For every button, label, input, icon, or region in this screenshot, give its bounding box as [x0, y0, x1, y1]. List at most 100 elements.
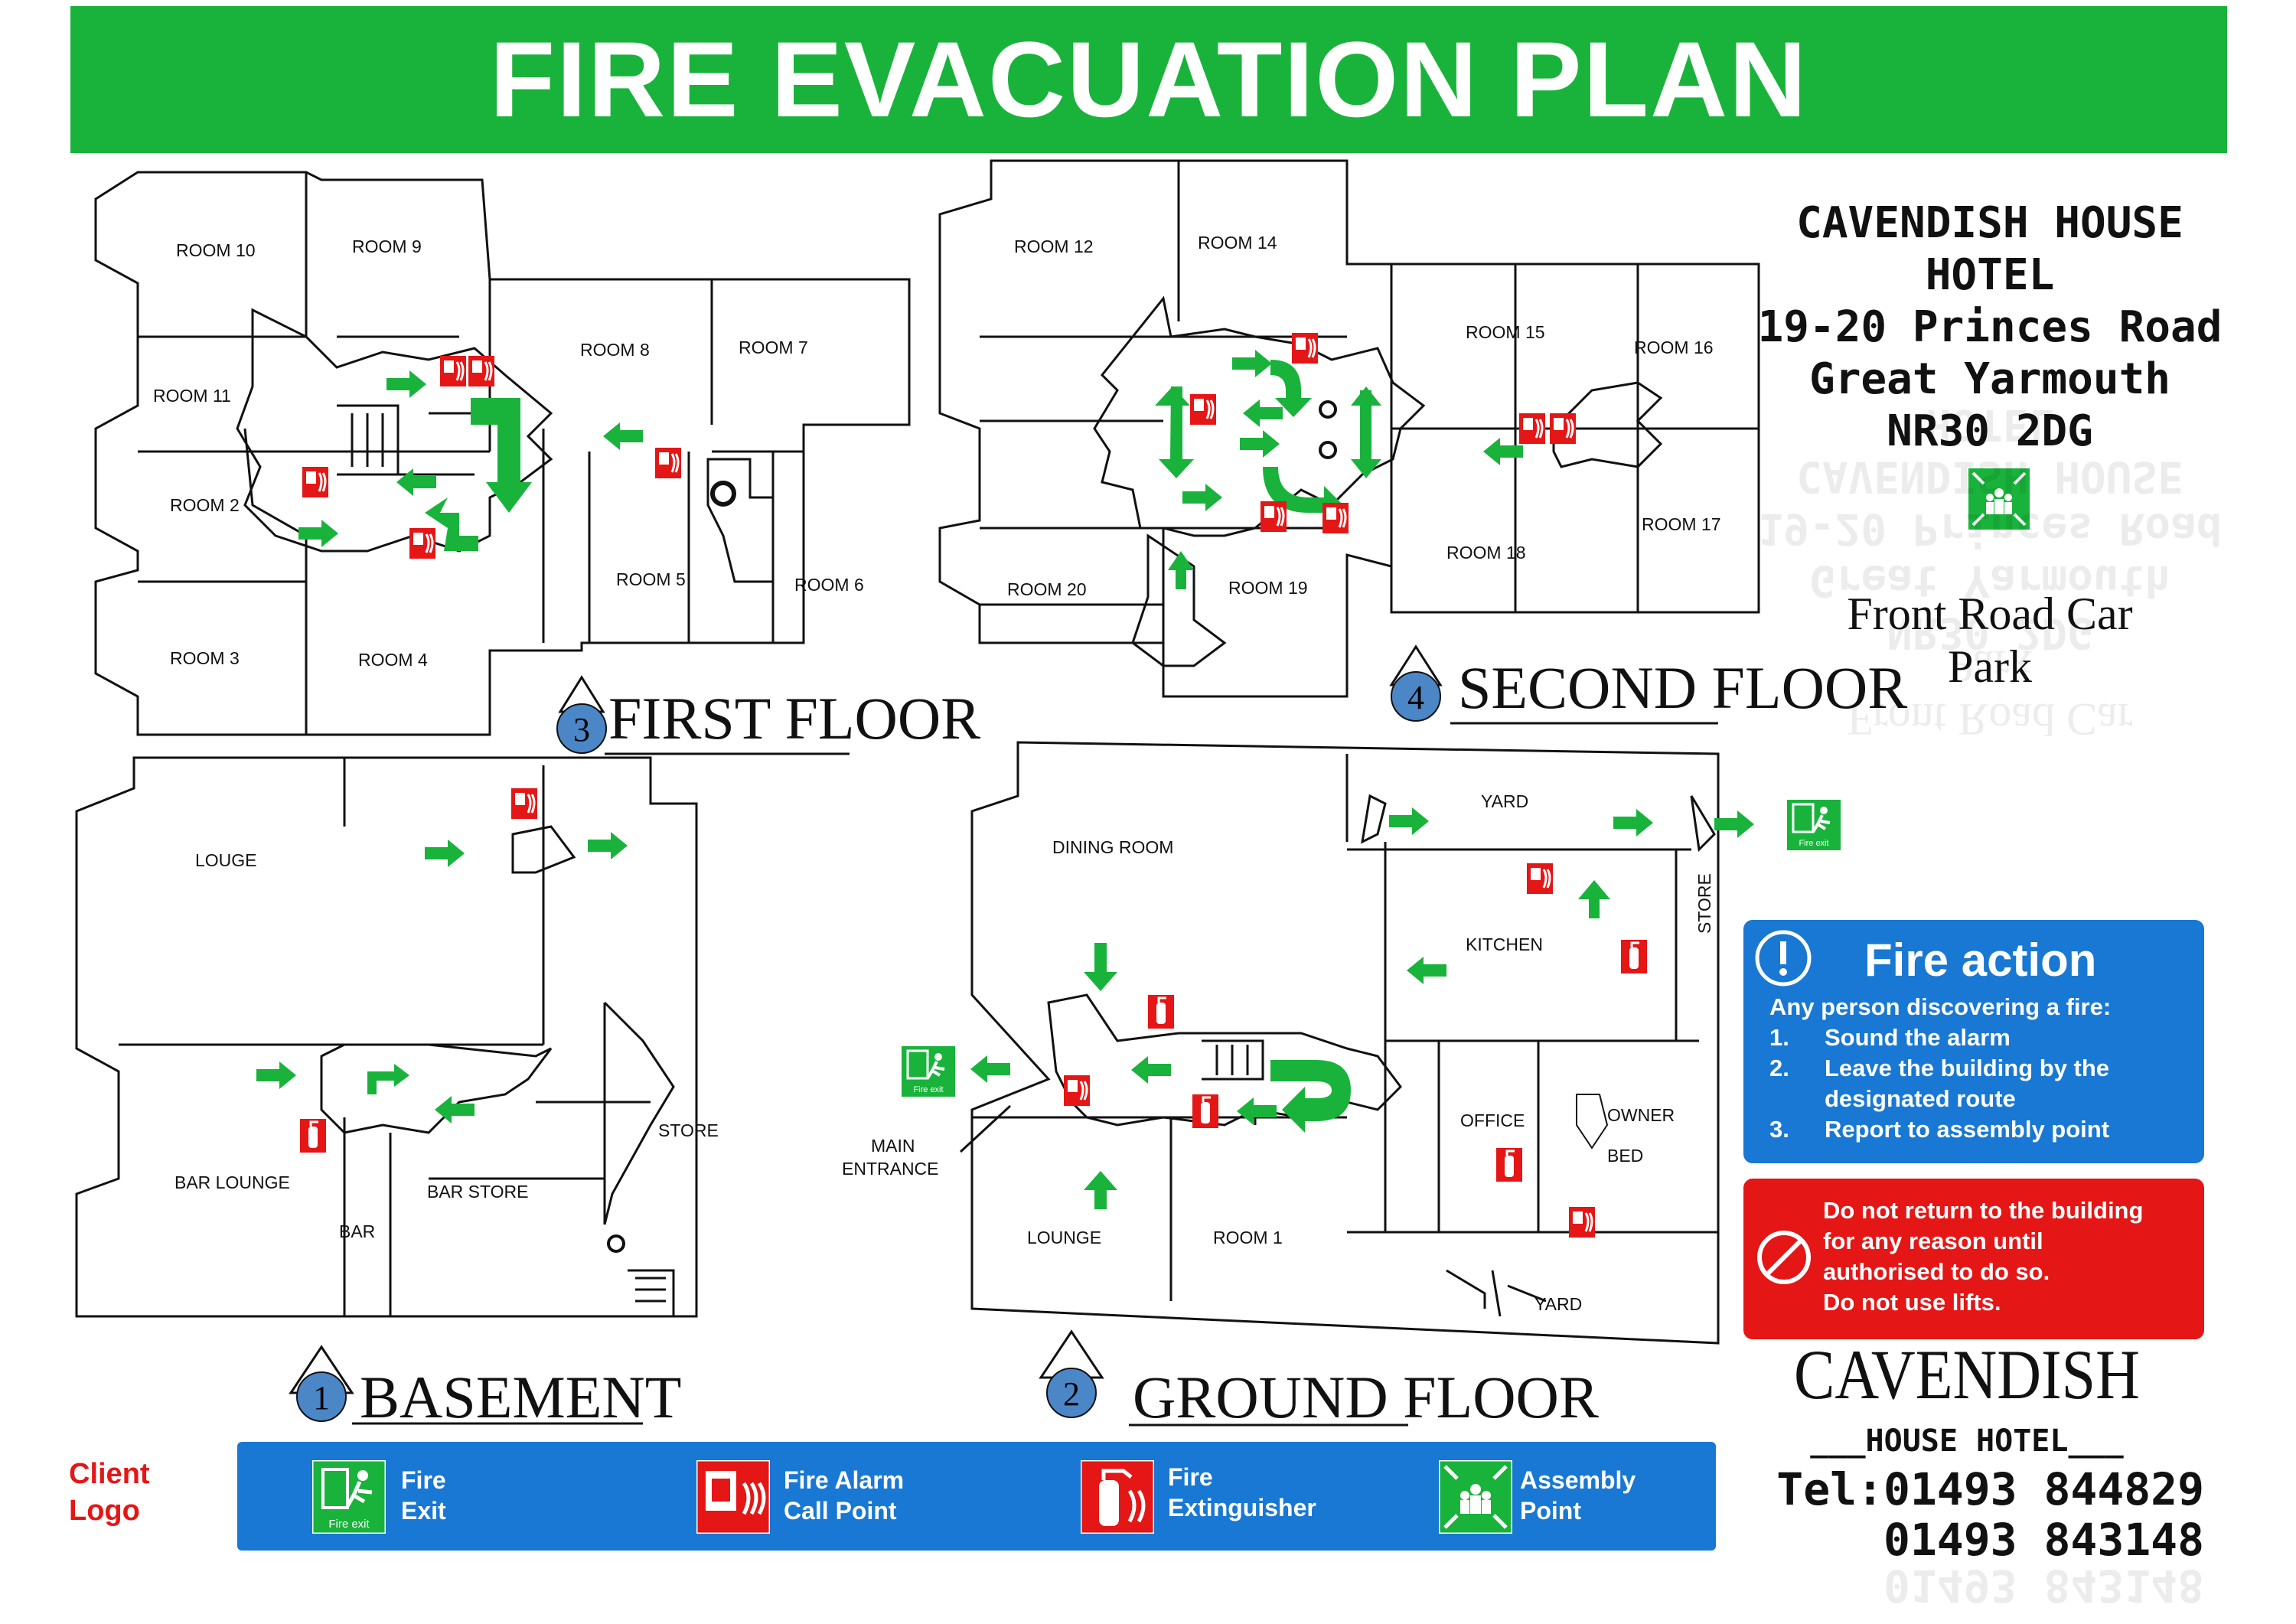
prohibition-icon — [1757, 1231, 1811, 1284]
room-label: ROOM 8 — [580, 340, 650, 360]
svg-text:4: 4 — [1407, 679, 1424, 716]
room-label: BAR — [339, 1221, 375, 1241]
legend-fire-exit-label-1: Fire — [401, 1466, 446, 1494]
room-label: ROOM 17 — [1642, 514, 1721, 534]
step-text: Report to assembly point — [1825, 1116, 2110, 1143]
room-label: ROOM 2 — [170, 495, 240, 515]
basement-plan — [75, 756, 698, 1318]
client-logo-line: Logo — [69, 1495, 140, 1527]
room-label: LOUNGE — [1027, 1228, 1101, 1247]
address-line-1: 19-20 Princes Road — [1757, 302, 2223, 352]
ground-floor-route-arrows — [970, 807, 1754, 1209]
telephone-2: 01493 843148 — [1883, 1514, 2204, 1566]
do-not-return-panel: Do not return to the building for any re… — [1743, 1179, 2204, 1339]
basement-route-arrows — [256, 832, 628, 1123]
mirrored-assembly-watermark: Front Road Car Park — [1847, 641, 2133, 745]
warning-line: authorised to do so. — [1823, 1258, 2050, 1285]
first-floor-route-arrows — [298, 370, 643, 551]
main-entrance-label: MAIN — [871, 1136, 915, 1156]
warning-line: Do not return to the building — [1823, 1197, 2144, 1224]
room-label: ROOM 14 — [1198, 233, 1277, 253]
legend-assembly-label-2: Point — [1520, 1497, 1581, 1525]
main-entrance-label: ENTRANCE — [842, 1159, 939, 1179]
room-label: DINING ROOM — [1052, 837, 1173, 857]
room-label: ROOM 19 — [1228, 578, 1308, 598]
fire-alarm-call-point-icon — [696, 1460, 770, 1534]
room-label: ROOM 4 — [358, 650, 428, 670]
legend-extinguisher-label-1: Fire — [1168, 1463, 1213, 1491]
floor-title-basement: BASEMENT — [360, 1364, 681, 1430]
second-floor-title: 4 SECOND FLOOR — [1389, 644, 1907, 725]
room-label: YARD — [1481, 791, 1528, 811]
room-label: STORE — [1694, 873, 1714, 934]
ground-floor-exit-signs — [900, 798, 1842, 1098]
hotel-address: CAVENDISH HOUSE HOTEL 19-20 Princes Road… — [1745, 197, 2235, 458]
telephone-1: Tel:01493 844829 — [1776, 1463, 2204, 1515]
assembly-point-label: Front Road Car Park — [1847, 589, 2133, 692]
ground-floor-title: 2 GROUND FLOOR — [1039, 1329, 1599, 1430]
step-number: 1. — [1769, 1024, 1789, 1051]
ground-floor-plan — [959, 741, 1720, 1345]
fire-extinguisher-icon — [1081, 1460, 1154, 1534]
step-number: 3. — [1769, 1116, 1789, 1143]
room-label: STORE — [658, 1120, 719, 1140]
step-text: Leave the building by the — [1825, 1055, 2110, 1081]
address-line-2: Great Yarmouth — [1808, 354, 2170, 404]
room-label: ROOM 9 — [352, 236, 422, 256]
basement-title: 1 BASEMENT — [289, 1345, 681, 1430]
room-label: ROOM 12 — [1014, 236, 1094, 256]
ground-floor-room-labels: DINING ROOM YARD KITCHEN STORE OFFICE OW… — [842, 791, 1714, 1314]
room-label: ROOM 18 — [1446, 543, 1526, 563]
client-logo-line: Client — [69, 1458, 150, 1490]
legend-bar: Fire exit Fire Exit Fire Alarm Call Poin… — [237, 1442, 1716, 1551]
room-label: ROOM 1 — [1213, 1228, 1283, 1247]
step-text: Sound the alarm — [1825, 1024, 2011, 1051]
assembly-point-icon — [1968, 468, 2030, 530]
hotel-logo-title: CAVENDISH — [1794, 1336, 2140, 1414]
room-label: ROOM 10 — [176, 240, 256, 260]
step-number: 2. — [1769, 1055, 1789, 1081]
title-banner: FIRE EVACUATION PLAN — [70, 6, 2227, 153]
room-label: ROOM 3 — [170, 648, 240, 668]
room-label: ROOM 11 — [153, 386, 231, 406]
legend-call-point-label-2: Call Point — [784, 1497, 897, 1525]
fire-action-panel: Fire action Any person discovering a fir… — [1743, 920, 2204, 1163]
assembly-point-legend-icon — [1439, 1460, 1512, 1534]
room-label: ROOM 7 — [739, 338, 808, 357]
room-label: ROOM 15 — [1466, 322, 1545, 342]
svg-text:2: 2 — [1063, 1375, 1080, 1413]
fire-action-title: Fire action — [1864, 934, 2097, 986]
step-text: designated route — [1825, 1085, 2016, 1112]
exclamation-icon — [1755, 930, 1812, 986]
basement-room-labels: LOUGE BAR LOUNGE BAR STORE BAR STORE — [174, 850, 719, 1241]
room-label: KITCHEN — [1466, 934, 1543, 954]
first-floor-room-labels: ROOM 10 ROOM 9 ROOM 11 ROOM 8 ROOM 7 ROO… — [153, 236, 864, 670]
basement-safety-signs — [298, 787, 539, 1154]
floor-title-first: FIRST FLOOR — [608, 685, 980, 752]
hotel-logo-subtitle: ___HOUSE HOTEL___ — [1810, 1423, 2124, 1459]
room-label: ROOM 5 — [616, 569, 686, 589]
room-label: BED — [1607, 1146, 1643, 1166]
first-floor-plan — [94, 171, 911, 736]
svg-text:1: 1 — [313, 1379, 330, 1417]
floor-title-ground: GROUND FLOOR — [1133, 1364, 1599, 1430]
legend-fire-exit-label-2: Exit — [401, 1497, 446, 1525]
hotel-name: CAVENDISH HOUSE HOTEL — [1796, 198, 2183, 300]
warning-line: for any reason until — [1823, 1228, 2043, 1254]
svg-text:Fire exit: Fire exit — [328, 1518, 370, 1531]
room-label: BAR STORE — [427, 1182, 529, 1202]
postcode: NR30 2DG — [1887, 406, 2093, 456]
page-title: FIRE EVACUATION PLAN — [489, 19, 1808, 139]
room-label: ROOM 16 — [1634, 338, 1714, 357]
room-label: ROOM 6 — [794, 575, 864, 595]
legend-extinguisher-label-2: Extinguisher — [1168, 1494, 1316, 1521]
room-label: OWNER — [1607, 1105, 1675, 1125]
first-floor-title: 3 FIRST FLOOR — [556, 675, 980, 755]
svg-text:3: 3 — [573, 711, 590, 748]
fire-action-intro: Any person discovering a fire: — [1769, 993, 2112, 1020]
warning-line: Do not use lifts. — [1823, 1289, 2001, 1316]
floor-title-second: SECOND FLOOR — [1458, 654, 1907, 721]
room-label: LOUGE — [195, 850, 257, 870]
mirrored-phone-watermark: 01493 843148 — [1883, 1560, 2204, 1612]
